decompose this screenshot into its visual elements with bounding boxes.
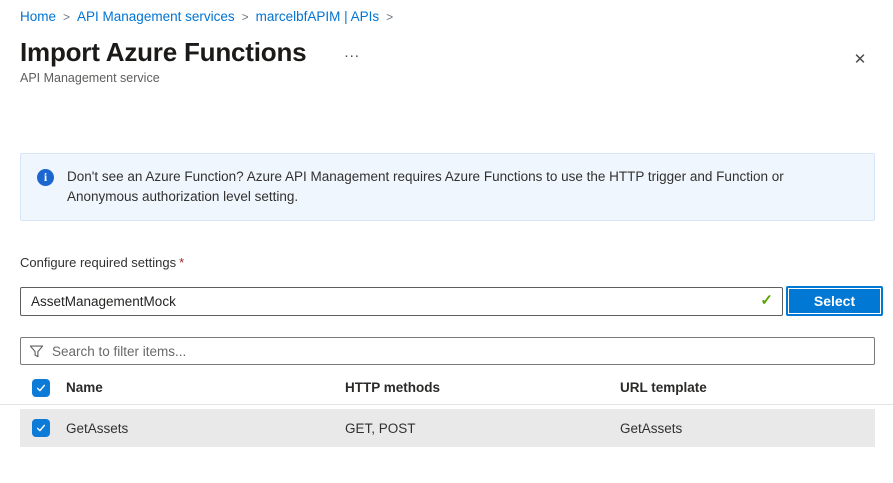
configure-settings-label-text: Configure required settings: [20, 255, 177, 270]
row-http-methods: GET, POST: [345, 420, 416, 436]
column-header-name[interactable]: Name: [66, 380, 103, 395]
configure-settings-label: Configure required settings*: [20, 255, 184, 270]
column-header-url-template[interactable]: URL template: [620, 380, 707, 395]
info-banner-text: Don't see an Azure Function? Azure API M…: [67, 169, 784, 204]
breadcrumb: Home > API Management services > marcelb…: [0, 0, 893, 24]
operations-table-header: Name HTTP methods URL template: [0, 371, 893, 405]
breadcrumb-separator-icon: >: [241, 9, 249, 24]
breadcrumb-apim-apis[interactable]: marcelbfAPIM | APIs: [255, 9, 380, 24]
function-app-field-wrap: ✓: [20, 286, 783, 316]
select-all-checkbox[interactable]: [32, 378, 50, 397]
page-title: Import Azure Functions: [20, 37, 307, 67]
more-options-ellipsis-icon[interactable]: ...: [344, 44, 360, 61]
function-app-input[interactable]: [20, 286, 783, 316]
close-icon[interactable]: ✕: [847, 46, 873, 72]
page-subtitle: API Management service: [20, 71, 160, 85]
function-app-input-row: ✓ Select: [20, 286, 883, 316]
info-banner: i Don't see an Azure Function? Azure API…: [20, 153, 875, 221]
required-asterisk: *: [179, 255, 185, 270]
row-url-template: GetAssets: [620, 420, 683, 436]
column-header-http-methods[interactable]: HTTP methods: [345, 380, 441, 395]
breadcrumb-separator-icon: >: [386, 9, 394, 24]
breadcrumb-api-management-services[interactable]: API Management services: [77, 9, 235, 24]
validation-check-icon: ✓: [760, 291, 773, 309]
info-icon: i: [37, 169, 54, 186]
row-checkbox[interactable]: [32, 419, 50, 437]
title-bar: Import Azure Functions ...: [0, 24, 893, 68]
filter-box: [20, 337, 875, 365]
breadcrumb-separator-icon: >: [63, 9, 71, 24]
filter-funnel-icon: [29, 344, 44, 359]
breadcrumb-home[interactable]: Home: [20, 9, 57, 24]
row-name: GetAssets: [66, 420, 129, 436]
search-filter-input[interactable]: [52, 339, 866, 363]
select-button[interactable]: Select: [786, 286, 883, 316]
table-row[interactable]: GetAssets GET, POST GetAssets: [20, 409, 875, 447]
